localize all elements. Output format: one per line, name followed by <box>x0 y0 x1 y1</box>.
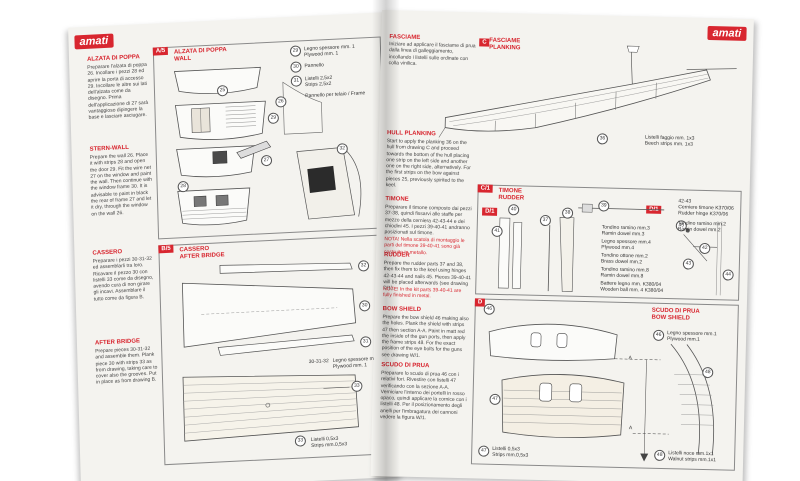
col-body-bow: Prepare the bow shield 46 making also th… <box>381 314 469 359</box>
rudder-drawing <box>497 203 723 296</box>
col-body-timone: Preparare il timone composto dai pezzi 3… <box>384 204 472 237</box>
section-body-cassero: Preparare i pezzi 30-31-32 ed assemblarl… <box>92 255 154 303</box>
deck-drawing <box>181 262 359 442</box>
col-note-rudder: NOTE! In the kit parts 39-40-41 are full… <box>382 286 462 300</box>
section-marker-a: A <box>628 355 632 362</box>
panel-bow-shield: D SCUDO DI PRUA BOW SHIELD <box>470 298 739 471</box>
wall-drawing <box>173 66 362 226</box>
col-title-scudo: SCUDO DI PRUA <box>381 362 430 370</box>
section-body-after-bridge: Prepare pieces 30-31-32 and assemble the… <box>95 345 158 386</box>
brand-logo: amati <box>74 33 114 50</box>
section-body-stern: Prepare the wall 26. Place it with strip… <box>89 151 153 218</box>
panel-planking: FASCIAME Iniziare ad applicare il fascia… <box>385 32 746 149</box>
col-title-bow: BOW SHIELD <box>382 306 422 314</box>
bow-shield-drawing <box>488 323 715 462</box>
panel-planking-note-en: Beech strips mm. 1x3 <box>644 140 693 148</box>
brand-logo: amati <box>707 25 747 41</box>
panel-rudder: C/1 TIMONE RUDDER D/1 D/1 40 41 37 38 <box>475 184 742 301</box>
left-page: amati ALZATA DI POPPA Preparare l'alzata… <box>68 12 403 481</box>
section-body-alzata: Preparare l'alzata di poppa 26. Incollar… <box>87 61 149 122</box>
section-marker-a: A <box>628 425 633 432</box>
hull-planking-drawing <box>438 45 737 138</box>
col-body-hull: Start to apply the planking 36 on the hu… <box>385 138 471 189</box>
panel-after-bridge: B/5 CASSERO AFTER BRIDGE <box>158 234 393 466</box>
panel-wall: A/5 ALZATA DI POPPA WALL <box>152 36 387 240</box>
col-body-scudo: Preparare lo scudo di prua 46 con i rela… <box>379 370 467 422</box>
right-page: amati FASCIAME Iniziare ad applicare il … <box>370 10 754 481</box>
col-title-hull: HULL PLANKING <box>386 130 436 138</box>
col-title-rudder: RUDDER <box>383 252 410 259</box>
col-title-timone: TIMONE <box>385 196 409 203</box>
